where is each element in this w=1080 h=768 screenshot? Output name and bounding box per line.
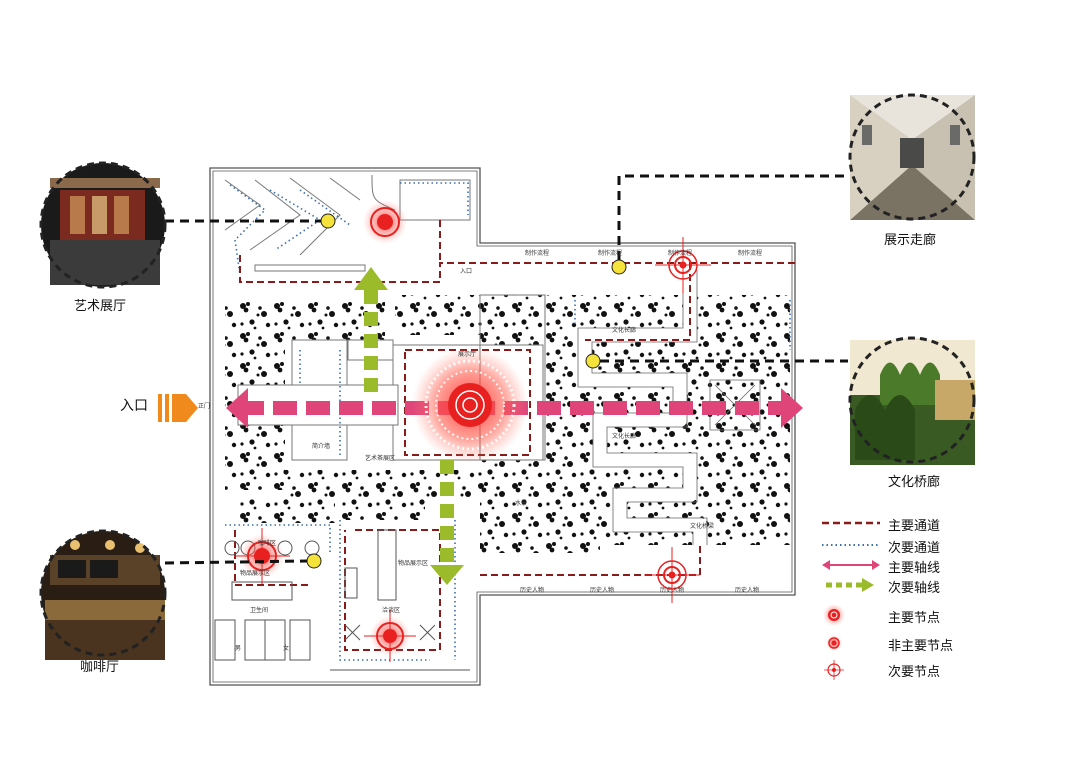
secondary-paths xyxy=(225,182,791,661)
art-hall-displays xyxy=(224,174,471,272)
label-hist-4: 历史人物 xyxy=(735,586,759,594)
callout-leaders xyxy=(164,174,850,565)
callout-cafe: 咖啡厅 xyxy=(80,660,120,675)
legend-major-node-label: 主要节点 xyxy=(888,611,941,626)
legend-symbols xyxy=(822,521,880,680)
non-major-node-cafe xyxy=(234,528,290,584)
photo-cafe xyxy=(39,529,167,660)
culture-bridge-walkway xyxy=(578,270,707,545)
label-jianjie: 简介墙 xyxy=(312,442,330,450)
entrance-label: 入口 xyxy=(120,398,148,414)
label-zhiliu-4: 制作流程 xyxy=(738,249,762,257)
minor-node-entry xyxy=(655,237,711,293)
label-zhiliu-2: 制作流程 xyxy=(598,249,622,257)
non-major-node-tea xyxy=(364,610,416,662)
label-main-gate: 正门 xyxy=(198,402,210,410)
label-female: 女 xyxy=(283,644,289,652)
legend-secondary-path-label: 次要通道 xyxy=(888,541,941,556)
legend-main-axis-label: 主要轴线 xyxy=(888,561,941,576)
label-wc: 卫生间 xyxy=(250,606,268,614)
culture-bridge-edges xyxy=(577,270,708,545)
legend-main-path-label: 主要通道 xyxy=(888,519,941,534)
cafe-furniture xyxy=(214,529,470,671)
label-entry-top: 入口 xyxy=(460,268,472,275)
callout-art-hall: 艺术展厅 xyxy=(74,299,127,314)
label-shui: 水景 xyxy=(515,499,527,507)
legend-non-major-node-label: 非主要节点 xyxy=(888,639,954,654)
label-hist-3: 历史人物 xyxy=(660,586,684,594)
minor-node-history xyxy=(644,547,700,603)
label-culture-1: 文化长廊 xyxy=(612,326,636,334)
label-goods-area: 物品展示区 xyxy=(398,559,428,567)
label-art-tea: 艺术茶展区 xyxy=(365,454,395,462)
legend-minor-node-label: 次要节点 xyxy=(888,665,941,680)
entrance-arrow xyxy=(158,394,198,422)
label-tea-zone: 洽谈区 xyxy=(382,606,400,614)
label-culture-2: 文化长廊 xyxy=(612,432,636,440)
callout-corridor: 展示走廊 xyxy=(884,233,937,248)
callout-culture-bridge: 文化桥廊 xyxy=(888,475,941,490)
callout-markers xyxy=(306,213,627,569)
label-goods-show: 物品展示区 xyxy=(240,569,270,577)
major-node-center xyxy=(412,347,528,463)
plan-labels: 正门 入口 制作流程 制作流程 制作流程 制作流程 咖啡区 物品展示区 物品展示… xyxy=(198,249,762,652)
label-culture-3: 文化桥梁 xyxy=(690,522,714,530)
photo-art-hall xyxy=(39,161,167,289)
label-zhiliu-3: 制作流程 xyxy=(668,249,692,257)
secondary-axis xyxy=(354,267,464,585)
label-cafe-zone: 咖啡区 xyxy=(258,539,276,547)
label-display-hall: 展示厅 xyxy=(458,351,476,358)
label-hist-1: 历史人物 xyxy=(520,586,544,594)
label-zhiliu-1: 制作流程 xyxy=(525,249,549,257)
label-male: 男 xyxy=(235,645,241,652)
label-hist-2: 历史人物 xyxy=(590,586,614,594)
building-outline xyxy=(209,167,796,686)
photo-culture-bridge xyxy=(848,336,976,465)
legend-secondary-axis-label: 次要轴线 xyxy=(888,581,941,596)
photo-corridor xyxy=(848,93,976,221)
non-major-node-art xyxy=(363,200,407,244)
